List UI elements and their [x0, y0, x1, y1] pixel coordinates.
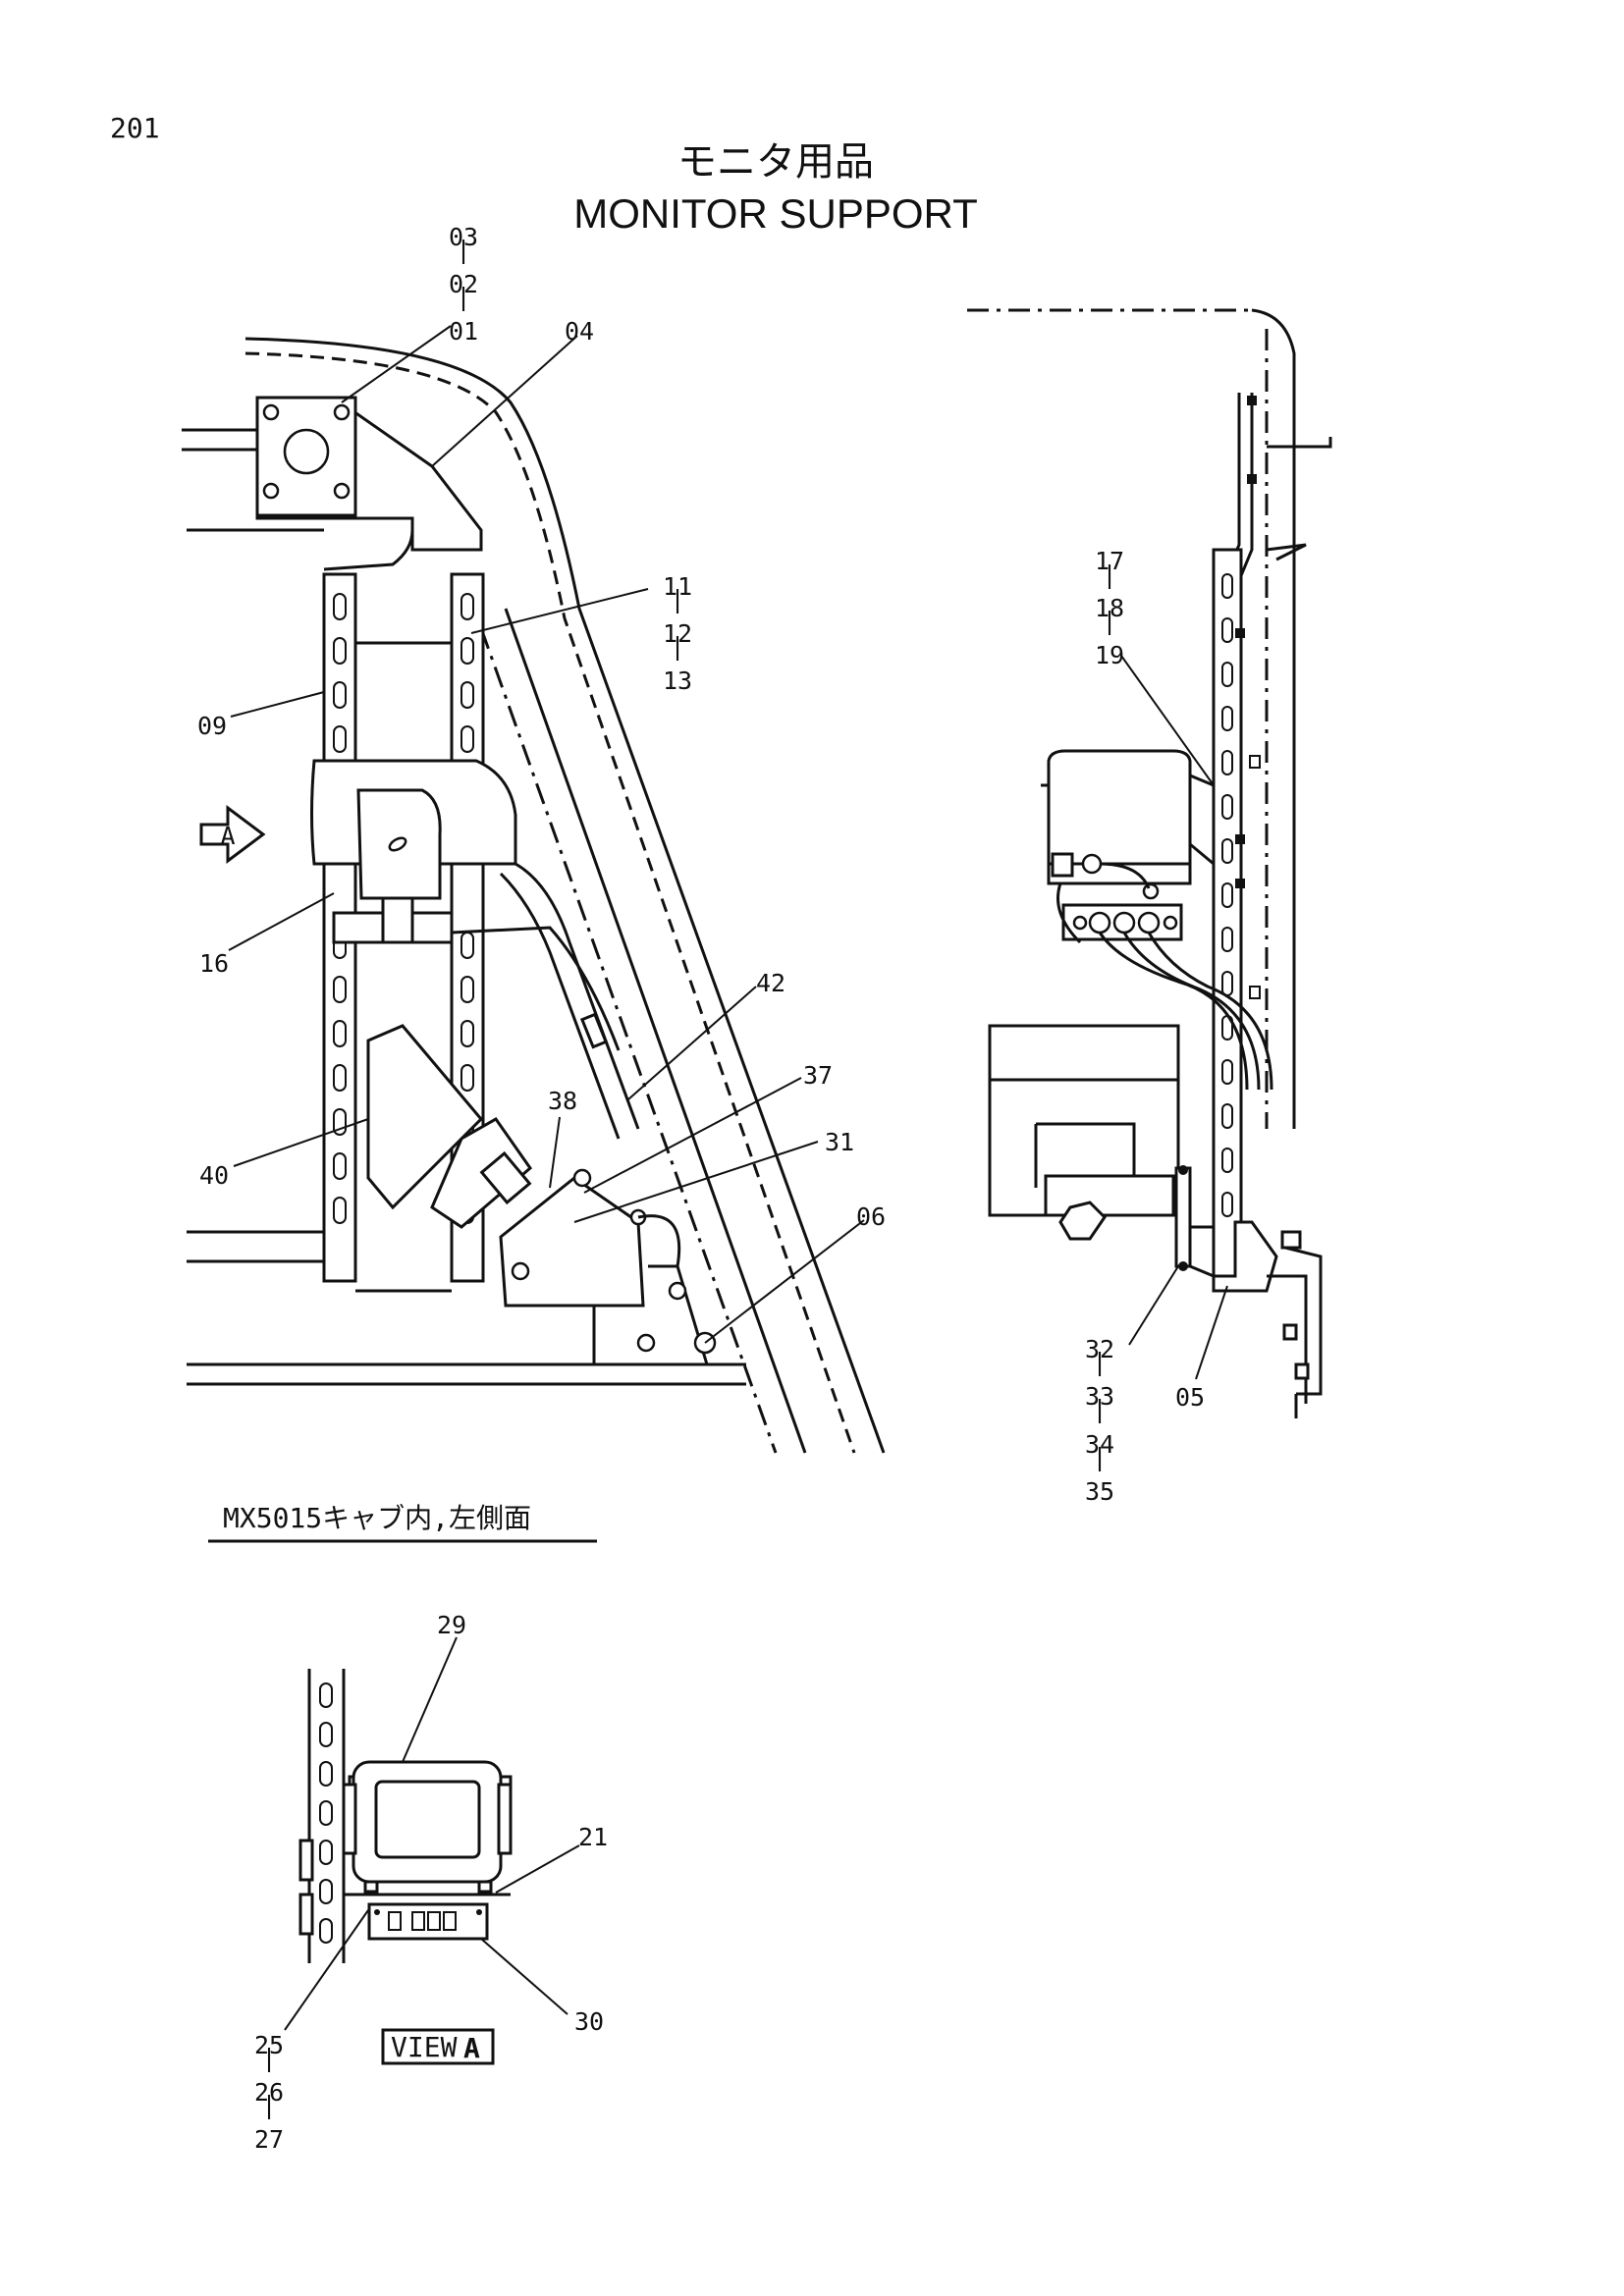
view-a-label-letter: A: [463, 2032, 480, 2064]
view-a-label-text: VIEW: [391, 2031, 458, 2063]
label-19: 19: [1095, 641, 1124, 669]
label-21: 21: [578, 1823, 608, 1851]
label-34: 34: [1085, 1430, 1114, 1459]
svg-text:|: |: [1102, 561, 1116, 589]
main-view-leaders: [228, 325, 865, 1344]
label-27: 27: [254, 2125, 284, 2154]
main-side-view: [182, 337, 886, 1454]
view-a-detail: [298, 1669, 513, 1963]
caption-cab-left-side: MX5015キャブ内,左側面: [223, 1502, 531, 1534]
label-01: 01: [449, 317, 478, 346]
title-japanese: モニタ用品: [677, 139, 874, 185]
view-a-monitor-screen: [374, 1780, 481, 1859]
view-a-leaders: [284, 1636, 580, 2031]
svg-text:|: |: [261, 2091, 276, 2119]
main-view-labels: 03 | 02 | 01 04 11 | 12 | 13 09 16 42 37…: [197, 223, 886, 1231]
label-04: 04: [565, 317, 594, 346]
view-a-arrow-letter: A: [220, 822, 235, 850]
mount-plate-hole: [283, 428, 330, 475]
label-02: 02: [449, 270, 478, 298]
label-30: 30: [574, 2007, 604, 2036]
label-31: 31: [825, 1128, 854, 1156]
label-05: 05: [1175, 1383, 1205, 1412]
label-29: 29: [437, 1611, 466, 1639]
label-25: 25: [254, 2031, 284, 2059]
svg-text:|: |: [1092, 1443, 1107, 1471]
view-a-arrow: A: [199, 805, 266, 864]
label-11: 11: [663, 572, 692, 601]
view-a-label-box: VIEW A: [381, 2028, 495, 2065]
label-40: 40: [199, 1161, 229, 1190]
label-42: 42: [756, 969, 785, 997]
svg-text:|: |: [670, 585, 684, 614]
label-26: 26: [254, 2078, 284, 2107]
svg-text:|: |: [456, 236, 470, 264]
label-06: 06: [856, 1202, 886, 1231]
upper-monitor-box: [1047, 749, 1192, 866]
right-view-labels: 17 | 18 | 19 32 | 33 | 34 | 35 05: [1085, 547, 1205, 1506]
label-37: 37: [803, 1061, 833, 1090]
label-33: 33: [1085, 1382, 1114, 1411]
label-38: 38: [548, 1087, 577, 1115]
label-17: 17: [1095, 547, 1124, 575]
label-13: 13: [663, 667, 692, 695]
right-view-leaders: [1120, 655, 1228, 1380]
svg-text:|: |: [670, 632, 684, 661]
label-16: 16: [199, 949, 229, 978]
label-32: 32: [1085, 1335, 1114, 1363]
svg-text:|: |: [456, 283, 470, 311]
right-side-view: [967, 308, 1332, 1418]
title-english: MONITOR SUPPORT: [573, 190, 978, 237]
svg-text:|: |: [1092, 1348, 1107, 1376]
page-number: 201: [110, 112, 160, 144]
svg-text:|: |: [261, 2044, 276, 2072]
label-18: 18: [1095, 594, 1124, 622]
label-09: 09: [197, 712, 227, 740]
svg-text:|: |: [1102, 607, 1116, 635]
svg-text:|: |: [1092, 1395, 1107, 1423]
label-03: 03: [449, 223, 478, 251]
label-12: 12: [663, 619, 692, 648]
label-35: 35: [1085, 1477, 1114, 1506]
view-a-labels: 29 21 30 25 | 26 | 27: [254, 1611, 608, 2154]
